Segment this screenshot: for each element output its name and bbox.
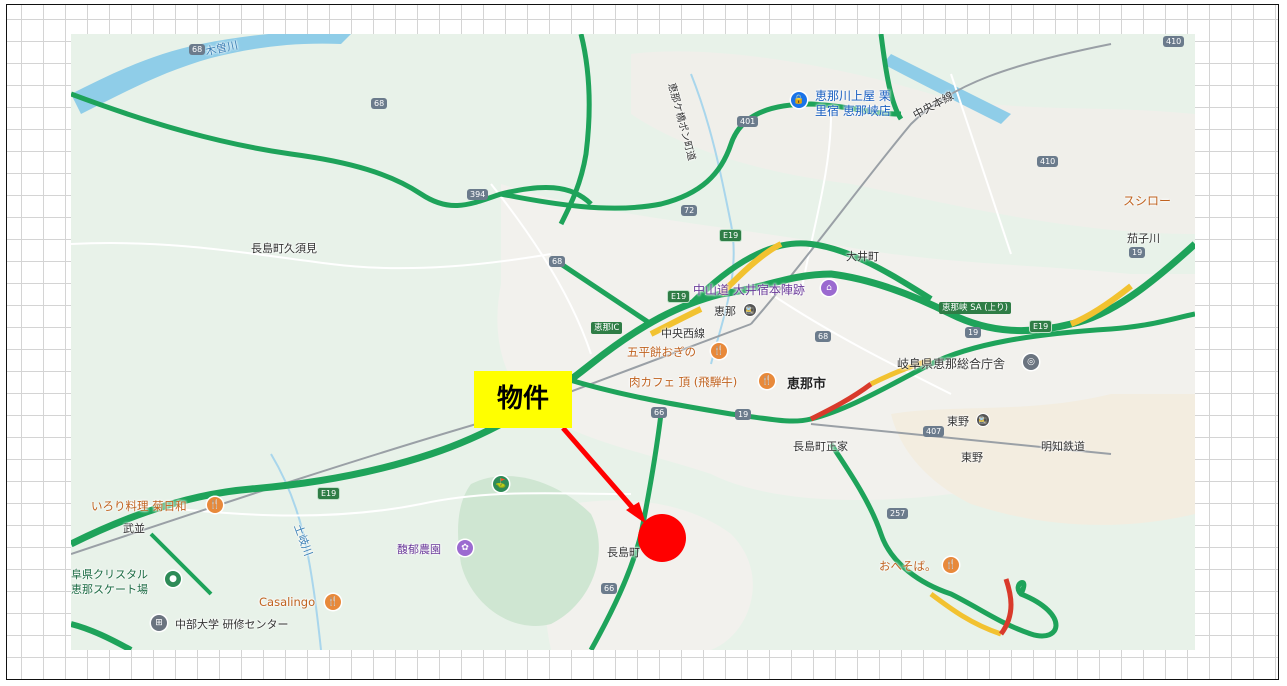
poi-label: 恵那スケート場 — [71, 583, 148, 596]
route-shield: 68 — [549, 256, 566, 267]
interchange-label: 恵那峡 SA (上り) — [939, 302, 1011, 314]
poi-label: 肉カフェ 頂 (飛騨牛) — [629, 375, 738, 389]
place-label: 長島町 — [607, 546, 640, 559]
skating-rink-icon[interactable]: ● — [165, 571, 181, 587]
place-label: 武並 — [123, 522, 145, 535]
poi-label: 里宿 恵那峡店 — [815, 104, 891, 118]
poi-label: 中山道 大井宿本陣跡 — [693, 283, 805, 297]
interchange-label: 恵那IC — [591, 322, 623, 334]
rail-label: 明知鉄道 — [1041, 440, 1085, 453]
restaurant-icon[interactable]: 🍴 — [943, 557, 959, 573]
route-shield: 72 — [681, 205, 698, 216]
route-shield: 407 — [923, 426, 945, 437]
government-office-icon[interactable]: ◎ — [1023, 354, 1039, 370]
map-background — [71, 34, 1195, 650]
place-label: 長島町正家 — [793, 440, 848, 453]
route-shield: 68 — [189, 44, 206, 55]
station-label: 恵那 — [714, 305, 736, 318]
shopping-icon[interactable]: 🔒 — [791, 92, 807, 108]
map-image[interactable]: 長島町久須見 大井町 長島町正家 東野 長島町 武並 茄子川 恵那市 恵那 🚉 … — [71, 34, 1195, 650]
place-label: 茄子川 — [1127, 232, 1160, 245]
place-label: 大井町 — [846, 250, 879, 263]
expressway-shield: E19 — [1029, 320, 1053, 333]
poi-label: おへそば。 — [879, 559, 937, 573]
expressway-shield: E19 — [719, 229, 743, 242]
arrow-line — [561, 426, 640, 516]
property-label: 物件 — [474, 371, 572, 428]
poi-label: 岐阜県恵那総合庁舎 — [897, 357, 1006, 371]
route-shield: 410 — [1163, 36, 1185, 47]
rail-label: 中央西線 — [661, 327, 705, 340]
place-label: 長島町久須見 — [251, 242, 317, 255]
route-shield: 19 — [1129, 247, 1146, 258]
route-shield: 19 — [735, 409, 752, 420]
expressway-shield: E19 — [317, 487, 341, 500]
route-shield: 66 — [601, 583, 618, 594]
route-shield: 410 — [1037, 156, 1059, 167]
restaurant-icon[interactable]: 🍴 — [325, 594, 341, 610]
city-label: 恵那市 — [787, 377, 827, 392]
poi-label: 阜県クリスタル — [71, 568, 148, 581]
poi-label: いろり料理 菊日和 — [91, 499, 187, 513]
route-shield: 66 — [651, 407, 668, 418]
poi-label: 中部大学 研修センター — [175, 618, 289, 631]
university-icon[interactable]: ⊞ — [151, 615, 167, 631]
page-frame: 長島町久須見 大井町 長島町正家 東野 長島町 武並 茄子川 恵那市 恵那 🚉 … — [6, 4, 1279, 680]
property-location-marker — [638, 514, 686, 562]
place-label: 東野 — [961, 451, 983, 464]
restaurant-icon[interactable]: 🍴 — [711, 343, 727, 359]
landmark-icon[interactable]: ⌂ — [821, 280, 837, 296]
route-shield: 257 — [887, 508, 909, 519]
station-label: 東野 — [947, 415, 969, 428]
expressway-shield: E19 — [667, 290, 691, 303]
route-shield: 68 — [815, 331, 832, 342]
golf-course-icon[interactable]: ⛳ — [493, 476, 509, 492]
route-shield: 68 — [371, 98, 388, 109]
poi-label: 五平餅おぎの — [627, 345, 696, 359]
restaurant-icon[interactable]: 🍴 — [207, 497, 223, 513]
restaurant-icon[interactable]: 🍴 — [759, 373, 775, 389]
route-shield: 401 — [737, 116, 759, 127]
train-station-icon[interactable]: 🚉 — [744, 304, 756, 316]
poi-label: 馥郁農園 — [397, 543, 441, 556]
farm-icon[interactable]: ✿ — [457, 540, 473, 556]
route-shield: 19 — [965, 327, 982, 338]
poi-label: スシロー — [1123, 194, 1172, 208]
poi-label: 恵那川上屋 栗 — [815, 89, 891, 103]
route-shield: 394 — [467, 189, 489, 200]
train-station-icon[interactable]: 🚉 — [977, 414, 989, 426]
poi-label: Casalingo — [259, 595, 316, 609]
